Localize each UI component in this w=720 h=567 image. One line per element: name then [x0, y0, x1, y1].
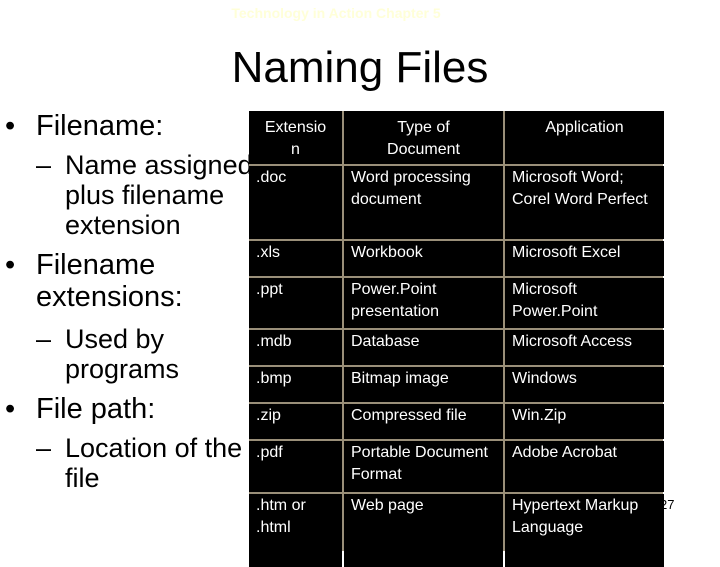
bullet-dot-icon: • [5, 110, 16, 142]
bullet-filename-text: Filename: [36, 110, 164, 142]
bullet-dot-icon: • [5, 393, 16, 425]
table-cell-extension: .bmp [249, 367, 342, 402]
sub-bullet-line-3: extension [65, 210, 181, 240]
table-cell-type: Portable Document Format [344, 441, 503, 492]
bullet-file-path-text: File path: [36, 393, 156, 425]
table-header-type: Type of Document [344, 111, 503, 164]
bullet-filename-extensions: • Filename [5, 249, 156, 281]
dash-icon: – [36, 324, 52, 354]
table-cell-type: Bitmap image [344, 367, 503, 402]
page-number: 27 [660, 497, 675, 512]
table-cell-type: Compressed file [344, 404, 503, 439]
bullet-extensions-line-1: Filename [36, 249, 156, 281]
table-cell-application: Win.Zip [505, 404, 664, 439]
bullet-file-path: • File path: [5, 393, 156, 425]
table-cell-type: Database [344, 330, 503, 365]
table-cell-extension: .pdf [249, 441, 342, 492]
table-cell-application: Microsoft Excel [505, 241, 664, 276]
sub-bullet-location-line-2: file [65, 463, 100, 493]
table-cell-extension: .ppt [249, 278, 342, 328]
sub-bullet-used-line-1: Used by [65, 324, 165, 354]
dash-icon: – [36, 433, 52, 463]
table-cell-type: Web page [344, 494, 503, 567]
table-cell-type: Word processing document [344, 166, 503, 239]
table-cell-application: Adobe Acrobat [505, 441, 664, 492]
table-cell-extension: .mdb [249, 330, 342, 365]
bullet-dot-icon: • [5, 249, 16, 281]
dash-icon: – [36, 150, 52, 180]
sub-bullet-used-line-2: programs [65, 354, 180, 384]
table-header-extension: Extensio n [249, 111, 342, 164]
table-cell-type: Workbook [344, 241, 503, 276]
table-cell-application: Microsoft Access [505, 330, 664, 365]
table-cell-extension: .doc [249, 166, 342, 239]
slide-title: Naming Files [231, 43, 489, 92]
table-cell-application: Hypertext Markup Language [505, 494, 664, 567]
table-cell-application: Microsoft Word; Corel Word Perfect [505, 166, 664, 239]
table-cell-application: Windows [505, 367, 664, 402]
bullet-list: • Filename: – Name assigned plus filenam… [0, 0, 260, 540]
table-cell-extension: .htm or .html [249, 494, 342, 567]
table-cell-extension: .xls [249, 241, 342, 276]
table-cell-type: Power.Point presentation [344, 278, 503, 328]
sub-bullet-line-1: Name assigned [65, 150, 253, 180]
table-cell-extension: .zip [249, 404, 342, 439]
sub-bullet-location-line-1: Location of the [65, 433, 243, 463]
slide-header: Technology in Action Chapter 5 [231, 5, 441, 21]
extensions-table: Extensio n Type of Document Application … [249, 111, 664, 567]
table-cell-application: Microsoft Power.Point [505, 278, 664, 328]
table-header-application: Application [505, 111, 664, 164]
bullet-extensions-line-2: extensions: [36, 281, 183, 313]
sub-bullet-line-2: plus filename [65, 180, 225, 210]
bullet-filename: • Filename: [5, 110, 164, 142]
